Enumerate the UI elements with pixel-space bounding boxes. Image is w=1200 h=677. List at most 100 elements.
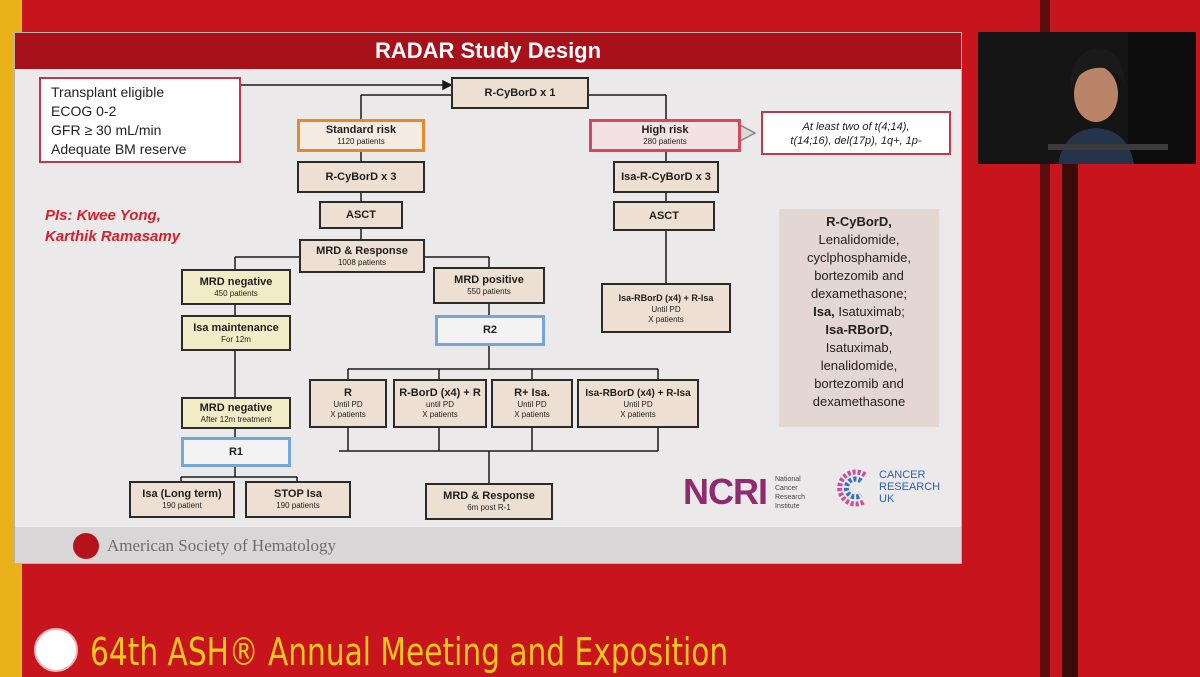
box-sub: Until PD (623, 400, 653, 409)
box-hr-asct: ASCT (613, 201, 715, 231)
box-standard-risk: Standard risk 1120 patients (297, 119, 425, 152)
box-sub: Until PD (517, 400, 547, 409)
eligibility-criteria: Transplant eligible ECOG 0-2 GFR ≥ 30 mL… (39, 77, 241, 163)
eligibility-line: GFR ≥ 30 mL/min (51, 122, 162, 138)
box-r1: R1 (181, 437, 291, 467)
box-arm-risa: R+ Isa. Until PD X patients (491, 379, 573, 428)
ncri-logo: NCRI (683, 471, 768, 512)
box-sub: 190 patient (162, 501, 202, 510)
note-line: t(14;16), del(17p), 1q+, 1p- (790, 135, 922, 147)
legend-line: cyclphosphamide, (806, 250, 912, 265)
legend-line: Isa, Isatuximab; (813, 304, 905, 319)
box-arm-r: R Until PD X patients (309, 379, 387, 428)
cancer-research-uk-logo-icon (837, 469, 867, 507)
box-high-risk: High risk 280 patients (589, 119, 741, 152)
legend-line: lenalidomide, (820, 358, 898, 373)
box-induction: R-CyBorD x 1 (451, 77, 589, 109)
box-sub: X patients (620, 410, 656, 419)
cruk-line: UK (879, 493, 895, 505)
box-arm-isarbord: Isa-RBorD (x4) + R-Isa Until PD X patien… (577, 379, 699, 428)
box-title: Isa (Long term) (142, 488, 222, 500)
speaker-icon (978, 32, 1196, 164)
box-sr-rcybord: R-CyBorD x 3 (297, 161, 425, 193)
bg-stripe-dark (1040, 0, 1050, 677)
box-isa-maintenance: Isa maintenance For 12m (181, 315, 291, 351)
box-title: Isa-RBorD (x4) + R-Isa (618, 292, 714, 303)
box-sub: 550 patients (467, 287, 511, 296)
box-title: High risk (641, 124, 689, 136)
box-sub: 1008 patients (337, 257, 387, 267)
speaker-video (978, 32, 1196, 164)
high-risk-note: At least two of t(4;14), t(14;16), del(1… (761, 111, 951, 155)
ncri-sub-line: Cancer (775, 485, 798, 492)
box-mrd-response-2: MRD & Response 6m post R-1 (425, 483, 553, 520)
box-sub: X patients (514, 410, 550, 419)
pis-line: PIs: Kwee Yong, (45, 207, 161, 224)
box-title: Isa maintenance (193, 321, 279, 334)
ncri-subtitle: National Cancer Research Institute (775, 475, 805, 511)
box-title: R-CyBorD x 3 (325, 170, 397, 183)
slide: RADAR Study Design (14, 32, 962, 564)
legend-line: dexamethasone (812, 394, 906, 409)
legend-line: R-CyBorD, (826, 214, 892, 229)
box-sub: X patients (422, 410, 458, 419)
box-hr-isarbord: Isa-RBorD (x4) + R-Isa Until PD X patien… (601, 283, 731, 333)
box-arm-rbord: R-BorD (x4) + R until PD X patients (393, 379, 487, 428)
box-title: ASCT (649, 209, 679, 222)
eligibility-line: Transplant eligible (51, 84, 165, 100)
box-title: MRD negative (199, 401, 273, 414)
box-title: Isa-RBorD (x4) + R-Isa (585, 388, 691, 399)
abbreviation-legend: R-CyBorD, Lenalidomide, cyclphosphamide,… (779, 209, 939, 427)
eligibility-line: ECOG 0-2 (51, 103, 117, 119)
bg-stripe-dark-2 (1062, 160, 1078, 677)
slide-footer (15, 527, 961, 563)
box-mrd-response: MRD & Response 1008 patients (299, 239, 425, 273)
box-sr-asct: ASCT (319, 201, 403, 229)
box-mrd-positive: MRD positive 550 patients (433, 267, 545, 304)
pis-line: Karthik Ramasamy (45, 228, 181, 245)
box-title: R-CyBorD x 1 (484, 86, 556, 99)
ash-seal-icon (34, 628, 78, 672)
slide-title: RADAR Study Design (15, 33, 961, 69)
box-title: MRD & Response (316, 244, 408, 257)
box-title: Isa-R-CyBorD x 3 (621, 170, 711, 183)
box-sub: After 12m treatment (200, 414, 272, 424)
box-title: MRD positive (454, 274, 524, 286)
box-sub: For 12m (221, 334, 251, 344)
box-hr-isa: Isa-R-CyBorD x 3 (613, 161, 719, 193)
box-sub: 280 patients (643, 137, 687, 146)
box-title: R-BorD (x4) + R (399, 387, 481, 399)
box-isa-long-term: Isa (Long term) 190 patient (129, 481, 235, 518)
box-title: MRD & Response (443, 490, 535, 502)
box-sub: 1120 patients (337, 137, 385, 146)
box-mrd-negative: MRD negative 450 patients (181, 269, 291, 305)
box-sub: 450 patients (214, 288, 258, 298)
principal-investigators: PIs: Kwee Yong, Karthik Ramasamy (45, 205, 180, 247)
box-sub: 190 patients (276, 501, 320, 510)
ncri-sub-line: Research (775, 494, 805, 501)
box-mrd-negative-2: MRD negative After 12m treatment (181, 397, 291, 429)
ncri-sub-line: National (775, 476, 801, 483)
legend-line: bortezomib and (814, 376, 904, 391)
box-sub: until PD (425, 400, 454, 409)
box-title: R1 (228, 445, 244, 458)
box-title: R+ Isa. (514, 387, 550, 399)
box-sub: X patients (330, 410, 366, 419)
footer-text: American Society of Hematology (107, 536, 336, 555)
legend-line: Isatuximab, (825, 340, 893, 355)
box-sub: X patients (648, 314, 684, 324)
note-line: At least two of t(4;14), (802, 121, 910, 133)
legend-line: dexamethasone; (810, 286, 908, 301)
cruk-line: CANCER (879, 469, 926, 481)
cancer-research-uk-text: CANCER RESEARCH UK (879, 469, 940, 505)
eligibility-line: Adequate BM reserve (51, 141, 187, 157)
box-sub: 6m post R-1 (467, 503, 511, 512)
box-sub: Until PD (651, 304, 681, 314)
cruk-line: RESEARCH (879, 481, 941, 493)
box-stop-isa: STOP Isa 190 patients (245, 481, 351, 518)
ash-logo-icon (73, 533, 99, 559)
box-title: ASCT (346, 208, 376, 221)
box-title: R (344, 387, 352, 399)
box-title: MRD negative (199, 275, 273, 288)
box-title: STOP Isa (274, 488, 322, 500)
